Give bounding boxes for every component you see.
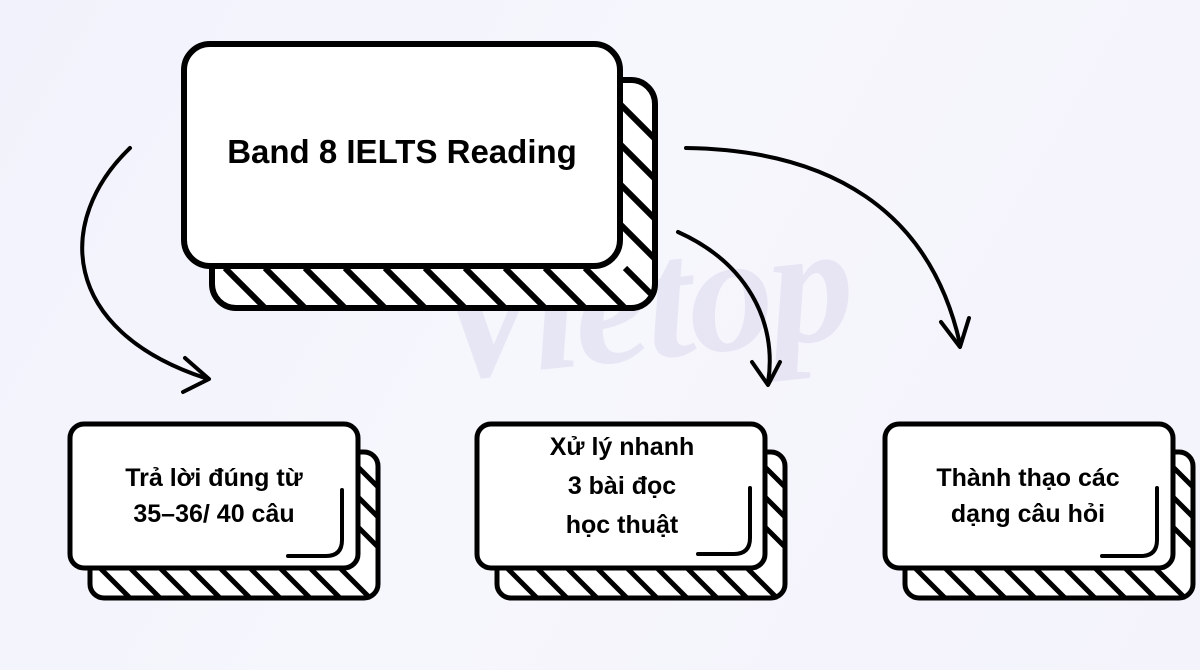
item-card-2	[474, 421, 768, 571]
item-1-text: Trả lời đúng từ 35–36/ 40 câu	[74, 428, 354, 564]
item-2-text: Xử lý nhanh 3 bài đọc học thuật	[482, 428, 762, 564]
item-1-line-2: 35–36/ 40 câu	[133, 500, 295, 528]
arrow-to-item-3	[684, 146, 971, 349]
main-title: Band 8 IELTS Reading	[188, 46, 616, 260]
card-corner-accent-2	[696, 486, 752, 556]
item-3-text: Thành thạo các dạng câu hỏi	[888, 428, 1168, 564]
item-1-line-1: Trả lời đúng từ	[125, 463, 303, 492]
main-card	[181, 41, 623, 269]
card-corner-accent-3	[1100, 486, 1159, 558]
item-2-line-1: Xử lý nhanh	[549, 433, 695, 461]
item-card-3	[882, 421, 1176, 571]
main-title-text: Band 8 IELTS Reading	[227, 133, 577, 170]
item-2-line-3: học thuật	[565, 510, 679, 539]
arrow-to-item-1	[80, 146, 211, 394]
item-3-line-2: dạng câu hỏi	[950, 500, 1106, 528]
item-3-line-1: Thành thạo các	[936, 463, 1120, 492]
card-corner-accent-1	[286, 488, 344, 558]
item-card-1	[67, 421, 361, 571]
arrow-to-item-2	[676, 230, 782, 387]
item-2-line-2: 3 bài đọc	[567, 471, 677, 500]
